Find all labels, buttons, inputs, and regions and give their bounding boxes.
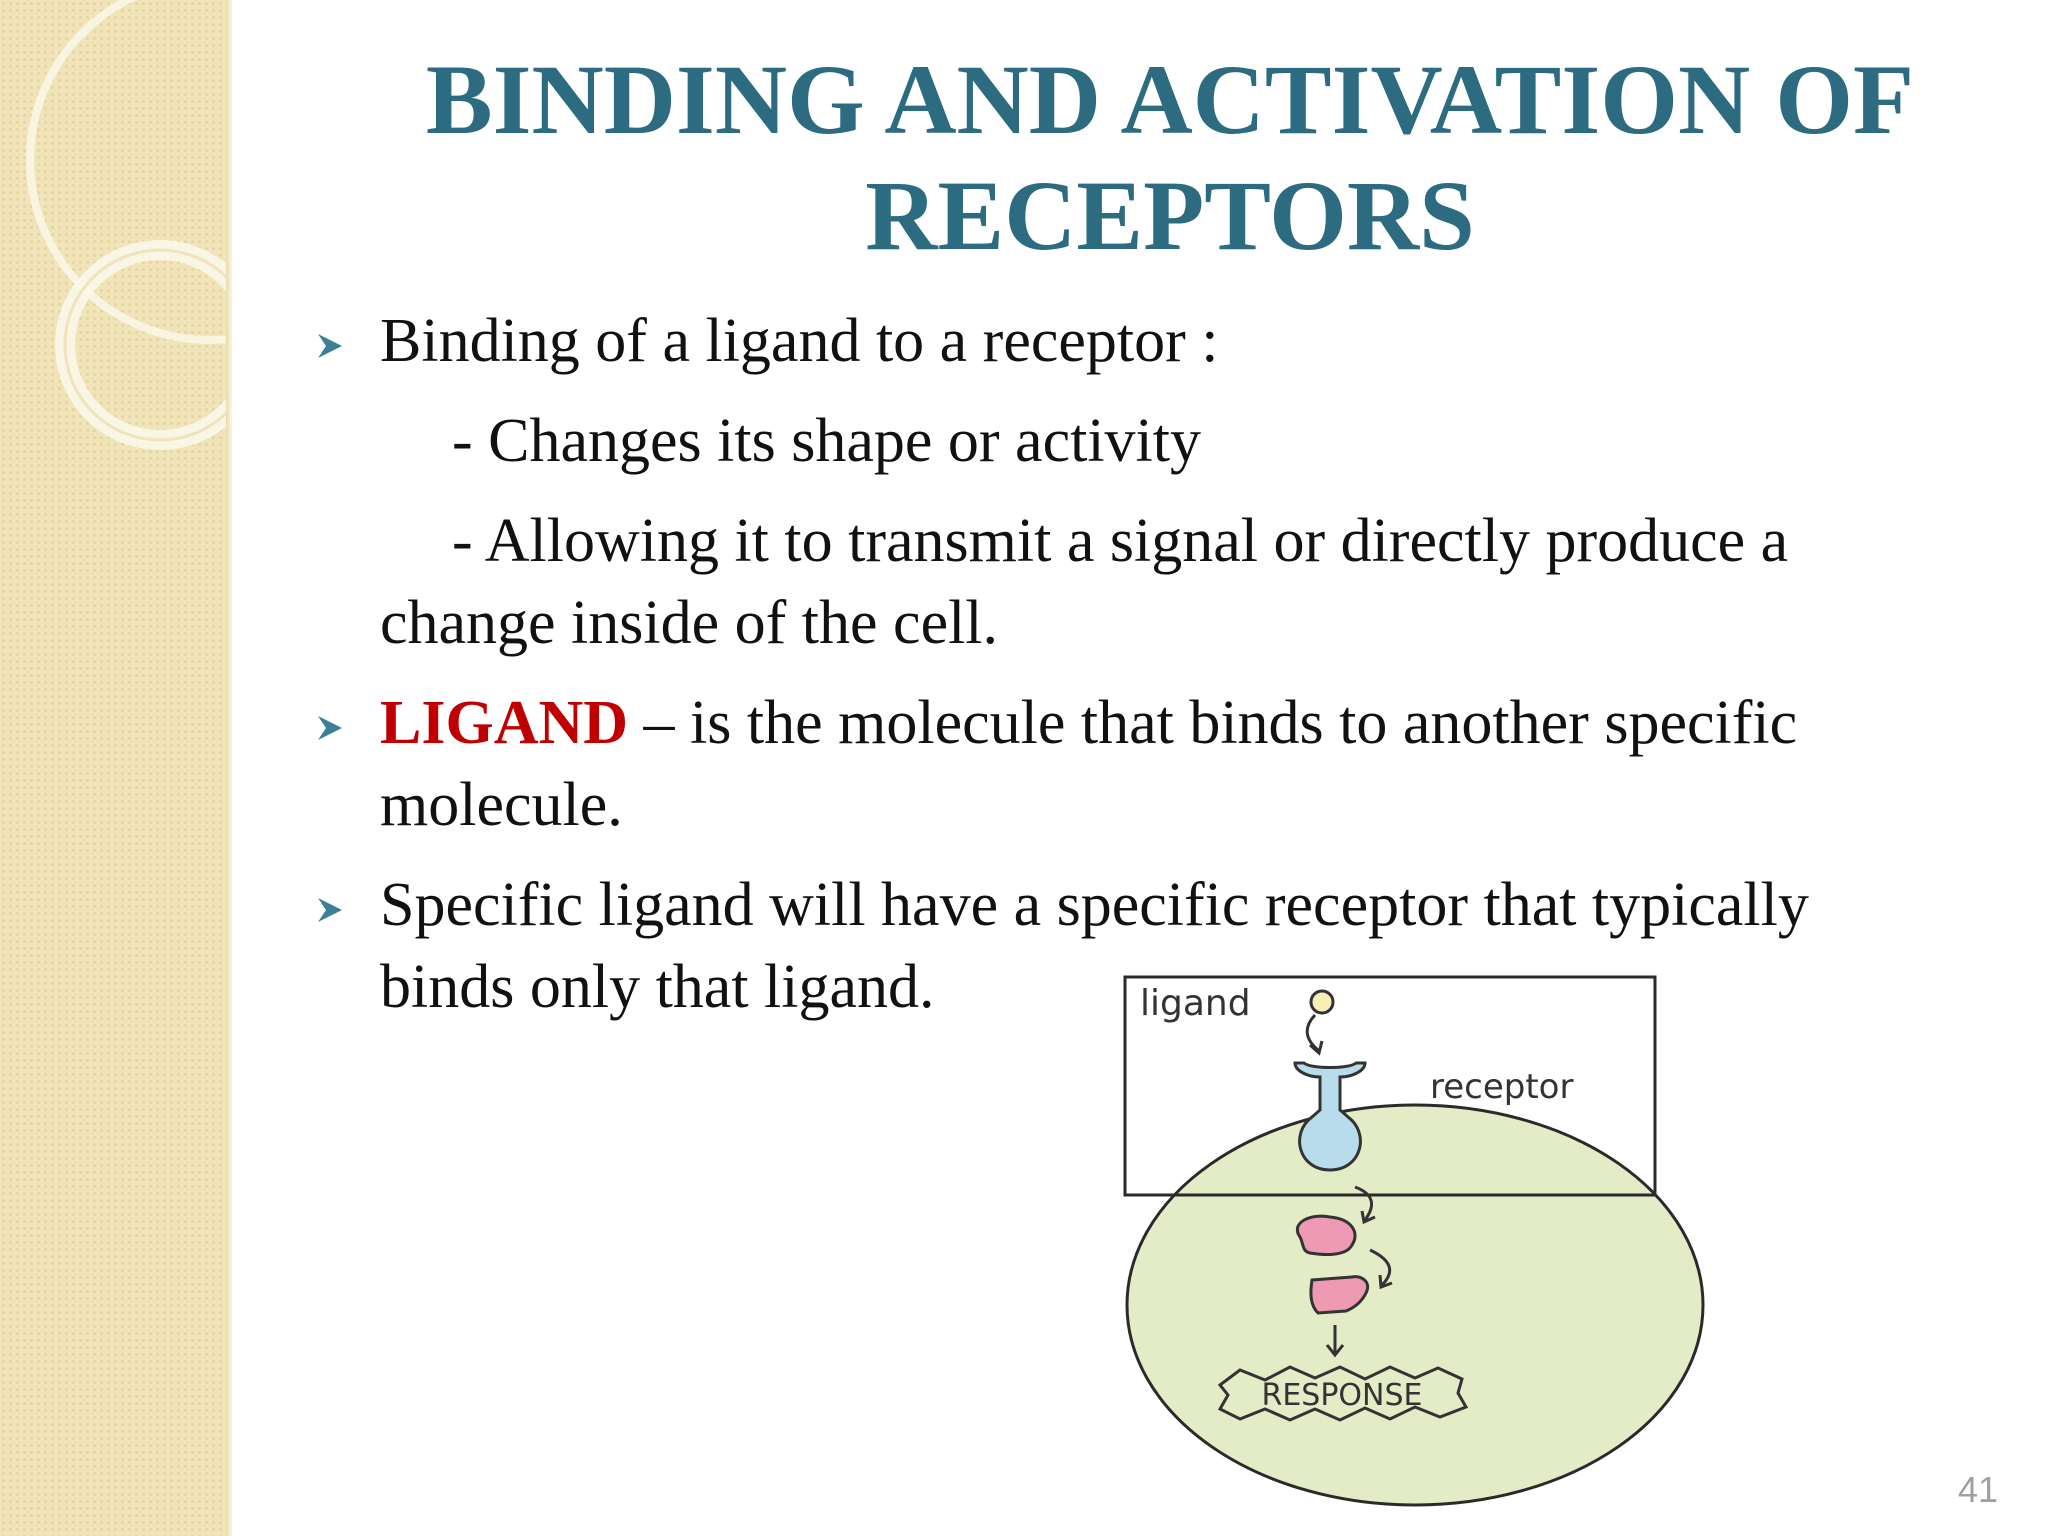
slide-body: Binding of a ligand to a receptor : - Ch…	[300, 300, 2020, 1028]
cell-body	[1125, 1103, 1705, 1507]
bullet-1-sub-2-line-1: - Allowing it to transmit a signal or di…	[452, 507, 1789, 575]
bullet-item-3: Specific ligand will have a specific rec…	[300, 864, 2020, 1028]
title-line-1: BINDING AND ACTIVATION OF	[425, 44, 1915, 155]
response-arrowhead	[1325, 1344, 1345, 1358]
receptor-label: receptor	[1430, 1067, 1573, 1107]
slide-title: BINDING AND ACTIVATION OF RECEPTORS	[300, 42, 2040, 274]
signal-arrow-1	[1354, 1185, 1374, 1221]
highlight-box	[1123, 975, 1657, 1197]
ligand-arrow	[1305, 1013, 1320, 1052]
bullet-1-text: Binding of a ligand to a receptor :	[380, 307, 1219, 375]
arrowhead-bullet-icon	[318, 898, 342, 922]
signal-arrowhead-1	[1360, 1210, 1376, 1225]
relay-protein-1	[1296, 1214, 1357, 1257]
relay-protein-2	[1309, 1275, 1369, 1315]
ligand-label: ligand	[1140, 983, 1251, 1024]
side-panel-edge	[226, 0, 232, 1536]
signal-arrow-2	[1369, 1248, 1392, 1287]
decorative-rings	[26, 0, 230, 450]
response-label: RESPONSE	[1262, 1378, 1423, 1413]
ligand-term: LIGAND	[380, 689, 629, 757]
receptor-signaling-diagram: ligand receptor RESPONSE	[1123, 975, 1705, 1507]
signal-arrowhead-2	[1378, 1274, 1393, 1290]
receptor-shape	[1293, 1061, 1367, 1172]
arrowhead-bullet-icon	[318, 716, 342, 740]
bullet-1-sub-1: - Changes its shape or activity	[452, 407, 1201, 475]
ligand-arrowhead	[1309, 1040, 1324, 1056]
bullet-item-2: LIGAND – is the molecule that binds to a…	[300, 682, 2020, 846]
bullet-2-line-2: molecule.	[380, 771, 623, 839]
page-number: 41	[1957, 1469, 1998, 1510]
bullet-2-line-1: LIGAND – is the molecule that binds to a…	[380, 682, 2020, 764]
ligand-definition: – is the molecule that binds to another …	[628, 689, 1798, 757]
bullet-3-line-2: binds only that ligand.	[380, 953, 935, 1021]
bullet-1-sub-2-line-2: change inside of the cell.	[380, 589, 999, 657]
ligand-molecule	[1309, 989, 1335, 1015]
arrowhead-bullet-icon	[318, 334, 342, 358]
title-line-2: RECEPTORS	[865, 160, 1475, 271]
bullet-3-line-1: Specific ligand will have a specific rec…	[380, 871, 1809, 939]
bullet-item-1: Binding of a ligand to a receptor :	[300, 300, 2020, 382]
response-burst	[1217, 1365, 1469, 1422]
decorative-side-panel	[0, 0, 230, 1536]
